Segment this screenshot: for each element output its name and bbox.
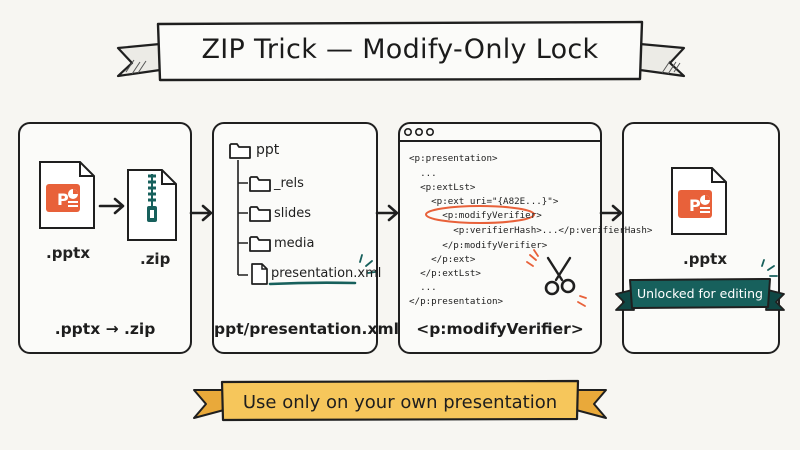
code-line: </p:modifyVerifier> <box>409 240 548 251</box>
pptx-file-icon <box>39 161 95 229</box>
step-card-unlocked <box>622 122 780 354</box>
pptx-file-label: .pptx <box>46 244 91 262</box>
pptx-file-icon <box>671 167 727 235</box>
arrow-right-icon <box>599 204 623 222</box>
folder-icon <box>249 236 271 252</box>
scissors-icon <box>544 256 576 296</box>
code-line-modify-verifier: <p:modifyVerifier> <box>409 210 542 221</box>
folder-icon <box>249 176 271 192</box>
code-line: </p:extLst> <box>409 268 481 279</box>
arrow-right-icon <box>98 197 125 215</box>
arrow-right-icon <box>375 204 399 222</box>
step-card-locate-xml: ppt/presentation.xml <box>212 122 399 354</box>
code-line: </p:presentation> <box>409 296 504 307</box>
arrow-right-icon <box>189 204 213 222</box>
zip-file-icon <box>127 169 177 241</box>
step-caption-locate-xml: ppt/presentation.xml <box>214 320 399 338</box>
code-line: ... <box>409 282 437 293</box>
tree-item-rels: _rels <box>274 176 304 191</box>
step-caption-rename: .pptx → .zip <box>54 320 156 338</box>
tree-item-media: media <box>274 236 315 251</box>
folder-icon <box>229 143 251 159</box>
unlocked-badge: Unlocked for editing <box>637 286 763 301</box>
code-line: ... <box>409 168 437 179</box>
step-caption-remove-verifier: <p:modifyVerifier> <box>416 320 584 338</box>
unlocked-pptx-label: .pptx <box>683 250 728 268</box>
code-line: <p:extLst> <box>409 182 476 193</box>
code-line: <p:verifierHash>...</p:verifierHash> <box>409 225 653 236</box>
footer-warning: Use only on your own presentation <box>242 391 558 413</box>
footer-banner-graphic <box>193 379 607 422</box>
code-line: <p:ext uri="{A82E...}"> <box>409 196 559 207</box>
step-card-remove-verifier: <p:modifyVerifier> <box>398 122 602 354</box>
unlocked-badge-graphic <box>615 278 785 311</box>
page-title: ZIP Trick — Modify-Only Lock <box>201 33 599 65</box>
code-line: </p:ext> <box>409 254 476 265</box>
code-line: <p:presentation> <box>409 153 498 164</box>
zip-file-label: .zip <box>140 250 171 268</box>
tree-root-ppt: ppt <box>256 142 280 158</box>
folder-icon <box>249 206 271 222</box>
tree-file-presentation-xml: presentation.xml <box>271 266 382 281</box>
document-icon <box>251 263 268 285</box>
tree-item-slides: slides <box>274 206 312 221</box>
